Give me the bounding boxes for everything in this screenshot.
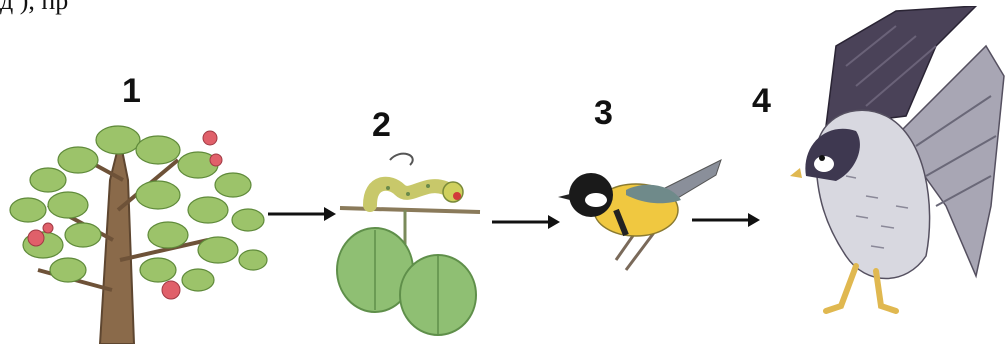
- arrow-right-icon: [490, 212, 562, 232]
- caterpillar-icon: [330, 150, 490, 340]
- stage-number-4: 4: [752, 82, 771, 121]
- arrow-right-icon: [266, 204, 338, 224]
- tree-icon: [8, 120, 270, 344]
- stage-number-1: 1: [122, 72, 141, 111]
- stage-number-2: 2: [372, 106, 391, 145]
- stage-number-3: 3: [594, 94, 613, 133]
- falcon-icon: [786, 6, 1006, 336]
- arrow-right-icon: [690, 210, 762, 230]
- top-text-fragment: д ), пр: [0, 0, 68, 16]
